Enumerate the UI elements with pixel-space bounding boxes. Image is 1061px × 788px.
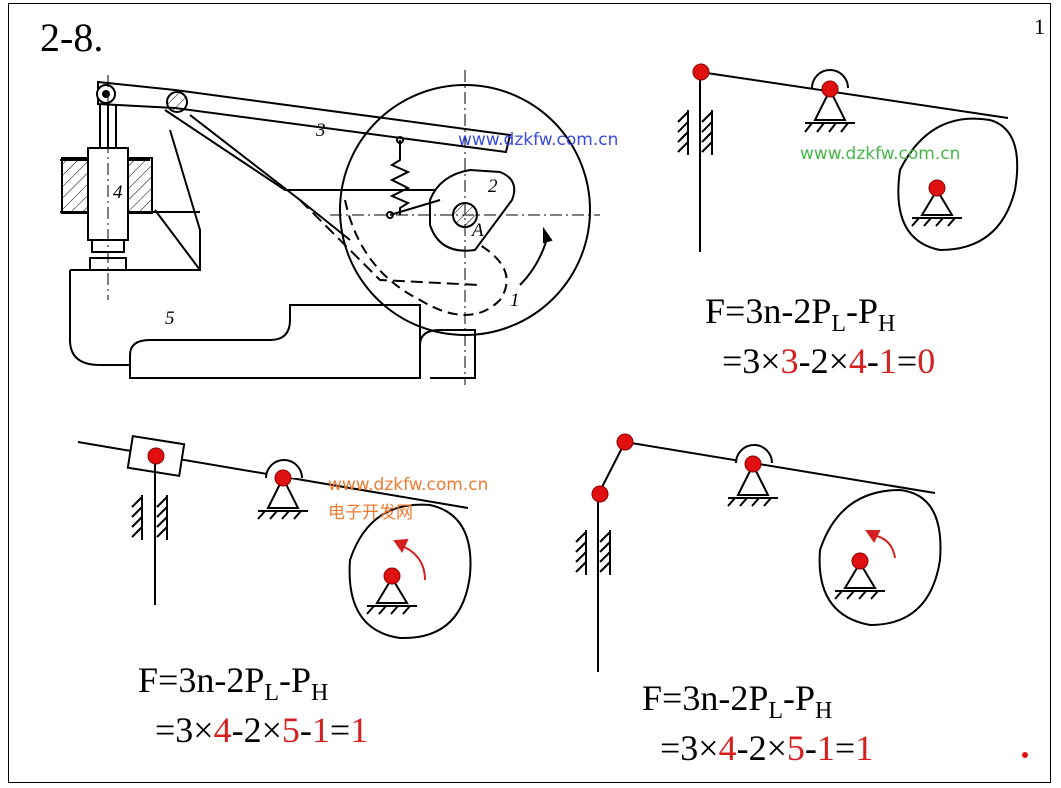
page-number: 1	[1034, 14, 1045, 39]
formula-c-line2: =3×4-2×5-1=1	[660, 728, 874, 768]
label-part-1: 1	[510, 290, 520, 311]
formula-b-line1: F=3n-2PL-PH	[138, 660, 329, 706]
joint-c-1	[616, 433, 634, 451]
press-mechanism-drawing	[60, 70, 600, 385]
kinematic-diagram-c	[575, 441, 942, 672]
slide-frame	[8, 3, 1051, 783]
formula-b-line2: =3×4-2×5-1=1	[155, 710, 369, 750]
joint-c-4	[851, 552, 869, 570]
slide-marker-dot	[1022, 752, 1028, 758]
formula-c-line1: F=3n-2PL-PH	[642, 678, 833, 724]
joint-b-1	[147, 447, 165, 465]
label-part-3: 3	[316, 120, 326, 141]
formula-a-line1: F=3n-2PL-PH	[705, 291, 896, 337]
kinematic-diagram-b	[77, 434, 472, 640]
watermark-3-cn: 电子开发网	[328, 503, 413, 523]
watermark-1: www.dzkfw.com.cn	[458, 130, 619, 150]
label-point-a: A	[472, 220, 484, 241]
kinematic-diagram-a	[677, 69, 1019, 252]
watermark-3: www.dzkfw.com.cn	[328, 475, 489, 495]
joint-c-2	[591, 485, 609, 503]
joint-a-3	[928, 179, 946, 197]
joint-a-1	[692, 63, 710, 81]
joint-a-2	[821, 80, 839, 98]
joint-c-3	[744, 455, 762, 473]
label-part-5: 5	[165, 308, 175, 329]
slide-title: 2-8.	[40, 15, 104, 60]
joint-b-2	[274, 469, 292, 487]
label-part-2: 2	[488, 176, 498, 197]
watermark-2: www.dzkfw.com.cn	[800, 144, 961, 164]
formula-a-line2: =3×3-2×4-1=0	[722, 341, 936, 381]
label-part-4: 4	[113, 182, 123, 203]
joint-b-3	[383, 567, 401, 585]
